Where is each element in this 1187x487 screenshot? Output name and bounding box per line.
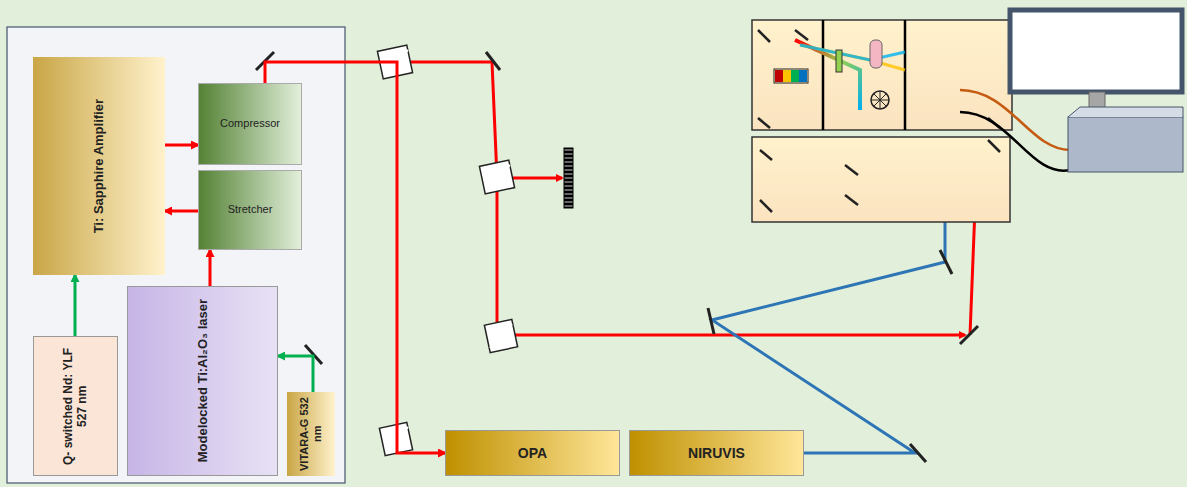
node-label: OPA (518, 445, 547, 462)
pump-laser-box: Q- switched Nd: YLF 527 nm (33, 336, 118, 476)
opa-box: OPA (445, 430, 620, 476)
beam-arrow (74, 275, 77, 336)
stretcher-box: Stretcher (198, 170, 302, 250)
node-label: VITARA-G 532 nm (298, 397, 324, 471)
beam-arrow (165, 144, 198, 147)
beam-arrow (278, 356, 313, 392)
node-label: Stretcher (228, 203, 273, 216)
amplifier-box: Ti: Sapphire Amplifier (33, 57, 165, 275)
beam-arrow (165, 210, 198, 213)
compressor-box: Compressor (198, 83, 302, 165)
niruvis-box: NIRUVIS (629, 430, 804, 476)
node-label: NIRUVIS (688, 445, 745, 462)
node-label: Compressor (220, 117, 280, 130)
beam-arrow (209, 250, 212, 286)
pump-laser-box: VITARA-G 532 nm (287, 392, 335, 476)
oscillator-box: Modelocked Ti:Al₂O₃ laser (127, 286, 278, 476)
node-label: Q- switched Nd: YLF 527 nm (61, 341, 90, 471)
node-label: Modelocked Ti:Al₂O₃ laser (195, 299, 211, 462)
node-label: Ti: Sapphire Amplifier (91, 99, 107, 233)
